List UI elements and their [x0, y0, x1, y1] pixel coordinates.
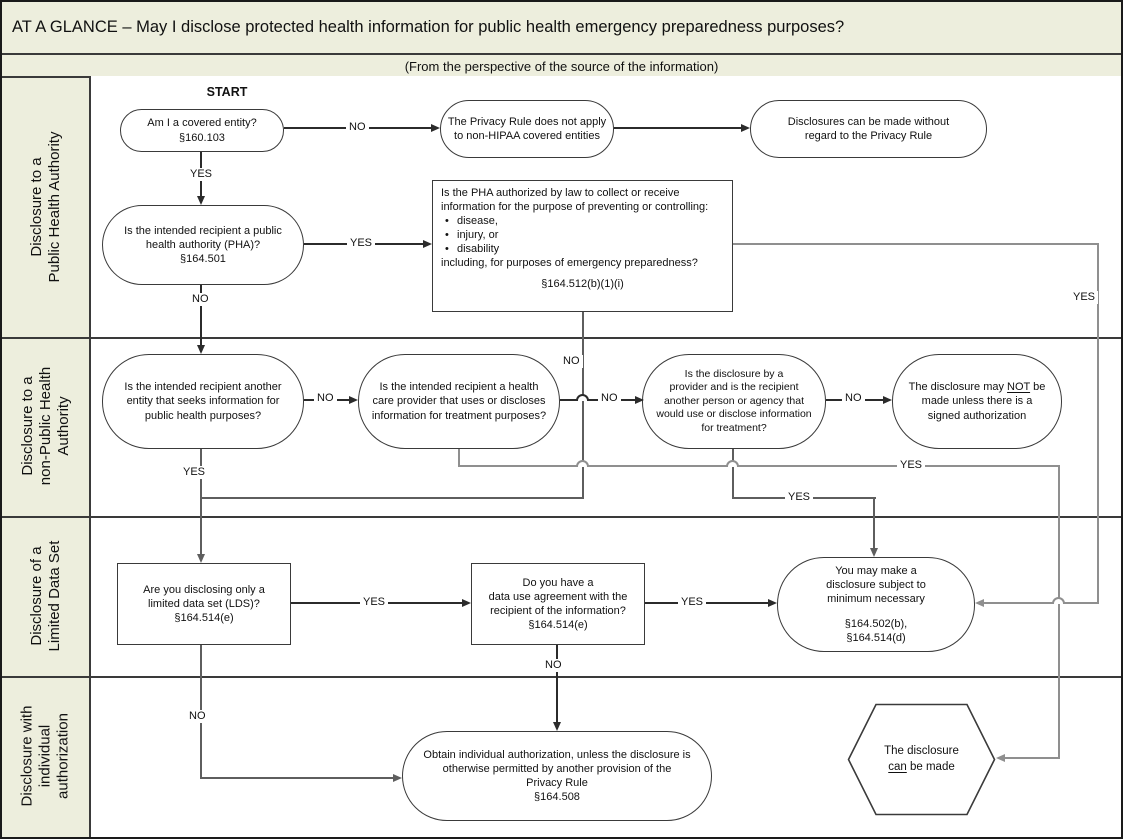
line-hop — [576, 460, 589, 467]
edge-pha-authorized-yes-top — [733, 243, 1099, 245]
arrowhead — [552, 722, 561, 731]
edge-label-no: NO — [189, 293, 212, 306]
arrowhead — [975, 598, 984, 607]
start-label: START — [206, 85, 248, 99]
lane-divider-3 — [2, 676, 1121, 678]
edge-label-yes: YES — [360, 596, 389, 609]
arrowhead — [349, 395, 358, 404]
arrowhead — [996, 753, 1005, 762]
edge-provider-recipient-yes-drop — [732, 448, 734, 499]
edge-label-yes: YES — [1070, 291, 1099, 304]
node-covered-entity: Am I a covered entity? §160.103 — [120, 109, 284, 152]
arrowhead — [741, 123, 750, 132]
edge-provider-yes-into-hexagon — [1004, 757, 1060, 759]
edge-recipient-pha-no — [200, 285, 202, 348]
edge-label-yes: YES — [897, 459, 926, 472]
edge-label-yes: YES — [187, 168, 216, 181]
edge-label-no: NO — [542, 659, 565, 672]
edge-pha-authorized-no-vertical — [582, 310, 584, 499]
hexagon-shape — [847, 703, 996, 816]
node-signed-authorization: The disclosure may NOT be made unless th… — [892, 354, 1062, 449]
edge-label-yes: YES — [785, 491, 814, 504]
arrowhead — [423, 239, 432, 248]
subtitle-bar: (From the perspective of the source of t… — [2, 57, 1121, 78]
line-hop — [576, 394, 589, 401]
edge-provider-yes-bus — [458, 465, 1060, 467]
edge-label-yes: YES — [678, 596, 707, 609]
lane-divider-1 — [2, 337, 1121, 339]
node-minimum-necessary: You may make a disclosure subject to min… — [777, 557, 975, 652]
edge-label-yes: YES — [347, 237, 376, 250]
node-health-care-provider: Is the intended recipient a health care … — [358, 354, 560, 449]
edge-label-no: NO — [598, 392, 621, 405]
arrowhead — [869, 548, 878, 557]
edge-label-no: NO — [314, 392, 337, 405]
edge-dua-no — [556, 645, 558, 725]
edge-label-yes: YES — [180, 466, 209, 479]
edge-label-no: NO — [842, 392, 865, 405]
lane-label-public-health-authority: Disclosure to a Public Health Authority — [28, 131, 63, 283]
arrowhead — [431, 123, 440, 132]
node-provider-recipient: Is the disclosure by a provider and is t… — [642, 354, 826, 449]
edge-pha-authorized-yes-right — [1097, 243, 1099, 604]
node-another-entity: Is the intended recipient another entity… — [102, 354, 304, 449]
arrowhead — [196, 345, 205, 354]
edge-provider-yes-drop — [458, 448, 460, 467]
edge-lds-no-horizontal — [201, 777, 394, 779]
arrowhead — [883, 395, 892, 404]
node-privacy-rule-not-apply: The Privacy Rule does not apply to non-H… — [440, 100, 614, 158]
edge-privacy-rule-to-disclosures — [614, 127, 742, 129]
lane-label-individual-authorization: Disclosure with individual authorization — [18, 705, 72, 807]
line-hop — [726, 460, 739, 467]
node-disclosures-without-regard: Disclosures can be made without regard t… — [750, 100, 987, 158]
node-pha-authorized: Is the PHA authorized by law to collect … — [432, 180, 733, 312]
lane-label-non-public-health-authority: Disclosure to a non-Public Health Author… — [19, 366, 72, 486]
edge-label-no: NO — [346, 121, 369, 134]
node-data-use-agreement: Do you have a data use agreement with th… — [471, 563, 645, 645]
lane-divider-2 — [2, 516, 1121, 518]
node-disclosure-can-be-made: The disclosure can be made — [847, 703, 996, 816]
edge-pha-authorized-yes-into-min-necessary — [983, 602, 1099, 604]
edge-provider-yes-vertical — [1058, 465, 1060, 759]
title-bar: AT A GLANCE – May I disclose protected h… — [2, 2, 1121, 55]
arrowhead — [393, 773, 402, 782]
node-recipient-pha: Is the intended recipient a public healt… — [102, 205, 304, 285]
arrowhead — [196, 554, 205, 563]
arrowhead — [635, 395, 644, 404]
line-hop — [1052, 597, 1065, 604]
edge-label-no: NO — [560, 355, 583, 368]
page-title: AT A GLANCE – May I disclose protected h… — [12, 18, 845, 36]
arrowhead — [768, 598, 777, 607]
edge-label-no: NO — [186, 710, 209, 723]
edge-dua-yes — [645, 602, 769, 604]
arrowhead — [196, 196, 205, 205]
lane-label-limited-data-set: Disclosure of a Limited Data Set — [28, 540, 63, 652]
node-limited-data-set: Are you disclosing only a limited data s… — [117, 563, 291, 645]
edge-provider-recipient-yes-vertical — [873, 499, 875, 551]
arrowhead — [462, 598, 471, 607]
node-obtain-authorization: Obtain individual authorization, unless … — [402, 731, 712, 821]
page-subtitle: (From the perspective of the source of t… — [404, 59, 719, 74]
edge-pha-authorized-no-horizontal — [201, 497, 584, 499]
edge-another-entity-yes — [200, 448, 202, 557]
